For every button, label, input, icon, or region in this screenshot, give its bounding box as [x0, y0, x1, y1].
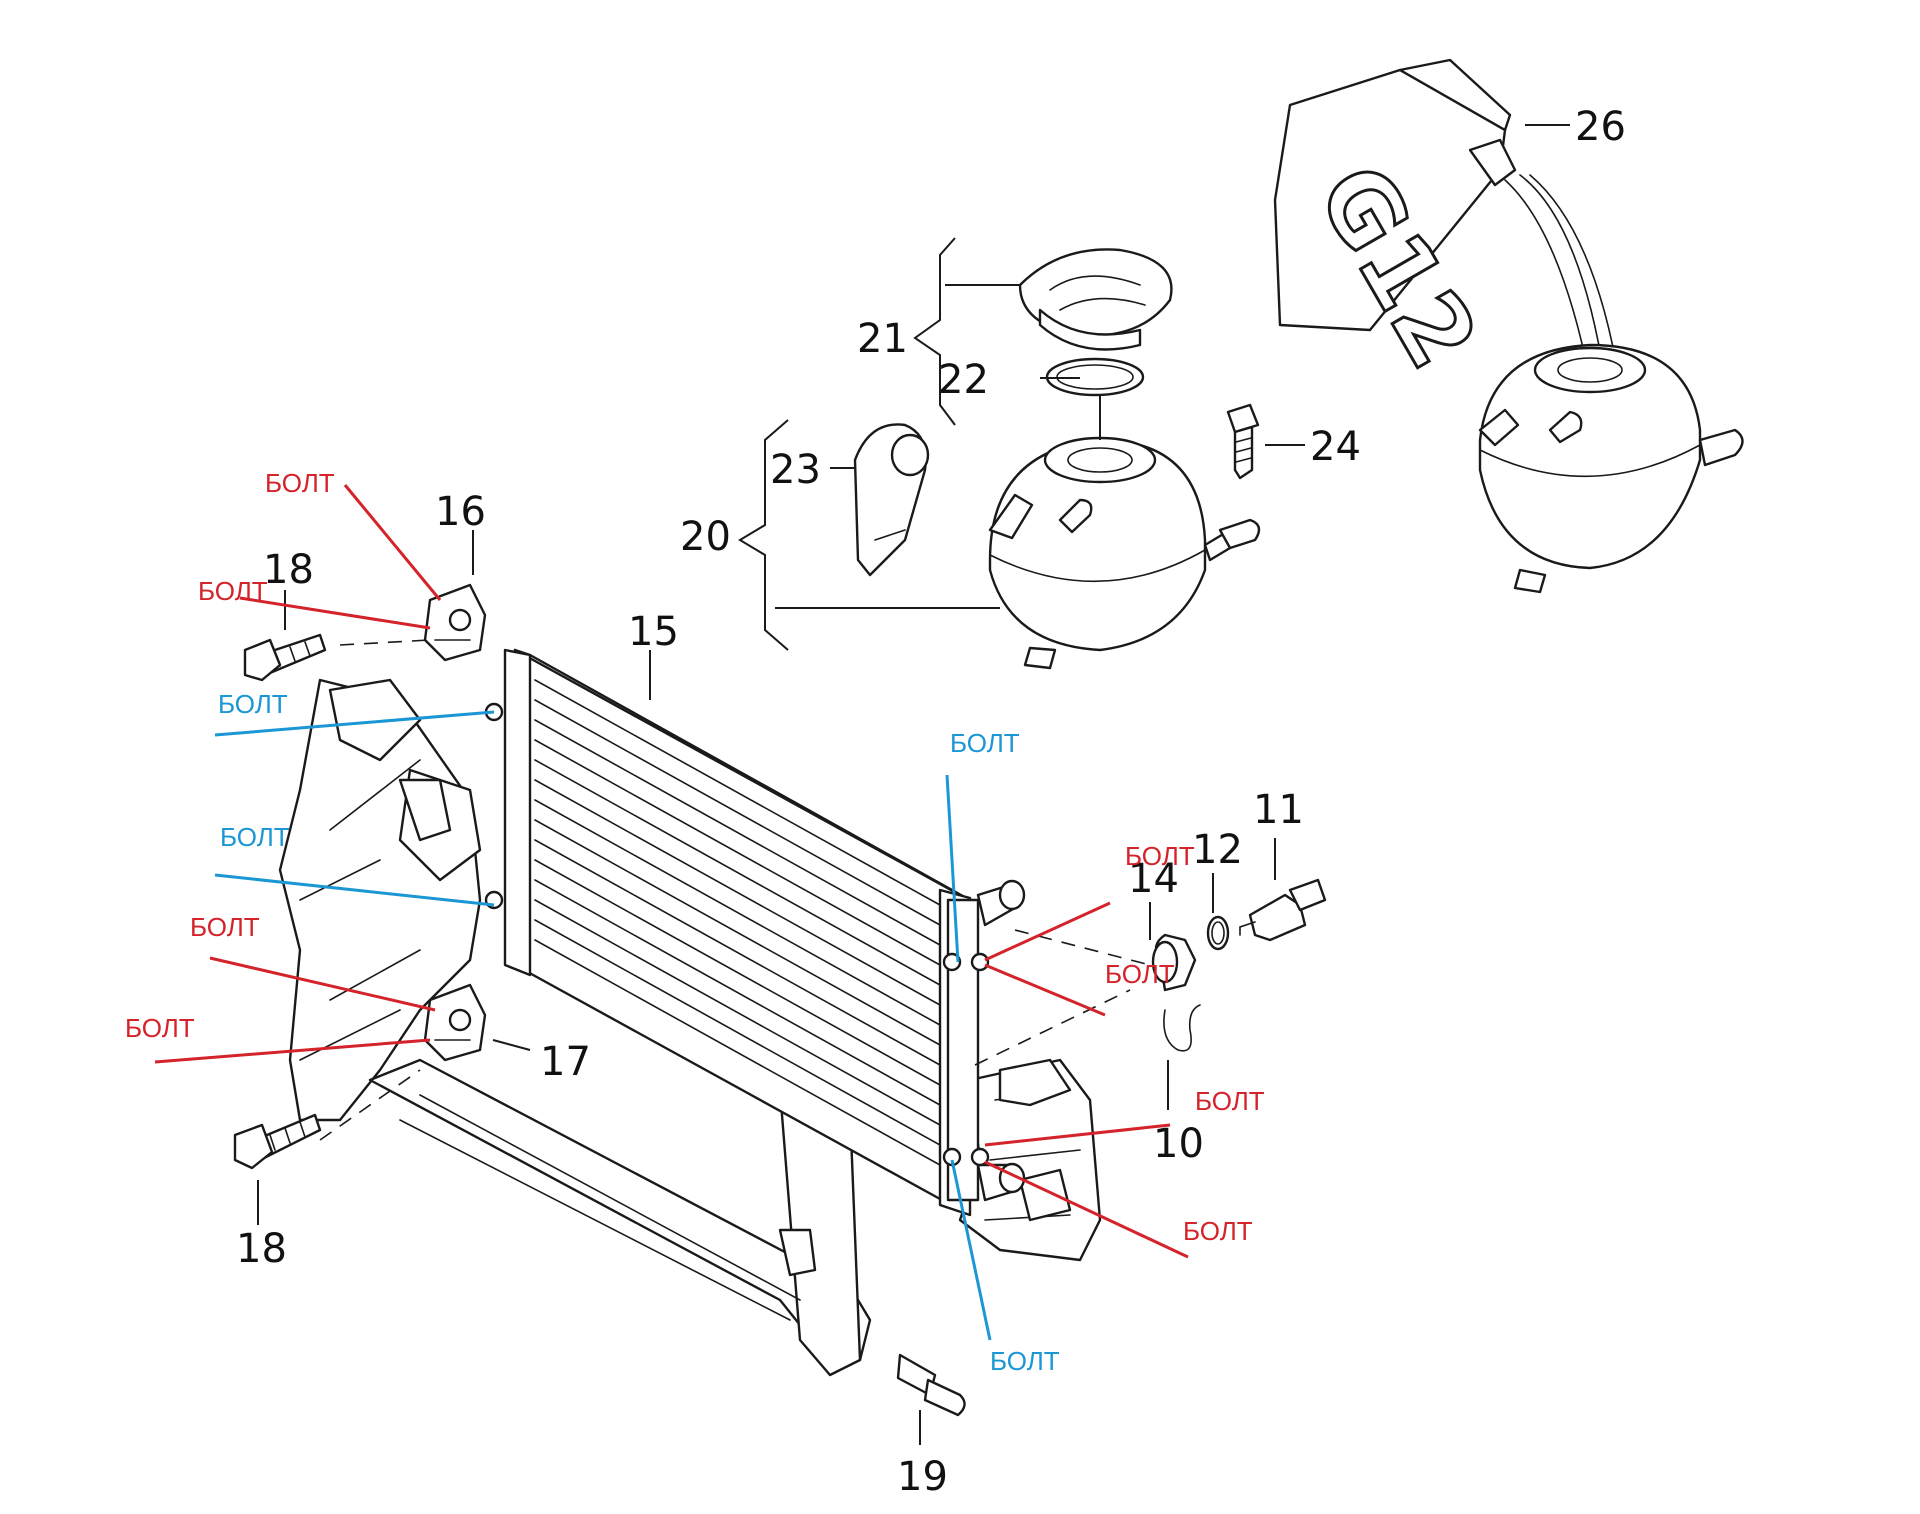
expansion-tank	[988, 436, 1261, 670]
bolt-label-red-2: БОЛТ	[198, 576, 268, 606]
part-number-18-upper: 18	[263, 547, 314, 593]
bolt-labels: БОЛТ БОЛТ БОЛТ БОЛТ БОЛТ БОЛТ БОЛТ БОЛТ …	[125, 468, 1265, 1376]
bolt-label-blue-4: БОЛТ	[990, 1346, 1060, 1376]
bolt-label-red-1: БОЛТ	[265, 468, 335, 498]
part-number-16: 16	[435, 489, 486, 535]
bolt-label-red-5: БОЛТ	[1125, 841, 1195, 871]
radiator	[484, 648, 1026, 1217]
part-number-17: 17	[540, 1039, 591, 1085]
bolt-label-red-8: БОЛТ	[1183, 1216, 1253, 1246]
tank-cap-21	[1018, 248, 1173, 351]
radiator-fins	[534, 679, 941, 1166]
sensor-assembly	[1151, 878, 1327, 992]
part-number-22: 22	[938, 357, 989, 403]
bolt-24	[1226, 403, 1260, 480]
bolt-18-upper	[243, 633, 327, 682]
part-number-11: 11	[1253, 787, 1304, 833]
part-numbers: 16 18 18 15 17 19 10 11 12 14 20 21 22 2…	[236, 104, 1626, 1500]
bolt-label-red-3: БОЛТ	[190, 912, 260, 942]
drain-plug-19	[896, 1353, 966, 1417]
bolt-label-blue-1: БОЛТ	[218, 689, 288, 719]
coolant-can-26: G12	[1273, 58, 1621, 388]
part-number-10: 10	[1153, 1121, 1204, 1167]
retaining-clip-10	[1163, 1004, 1201, 1052]
part-number-20: 20	[680, 514, 731, 560]
part-number-18-lower: 18	[236, 1226, 287, 1272]
blue-bolt-markers	[214, 710, 992, 1341]
bolt-18-lower	[233, 1113, 322, 1170]
bolt-label-red-4: БОЛТ	[125, 1013, 195, 1043]
part-number-19: 19	[897, 1454, 948, 1500]
rubber-mount-16	[423, 583, 487, 662]
tank-holder-23	[853, 423, 930, 577]
front-carrier-frame	[278, 678, 1102, 1377]
bolt-label-blue-2: БОЛТ	[220, 822, 290, 852]
part-number-15: 15	[628, 609, 679, 655]
part-number-24: 24	[1310, 424, 1361, 470]
leader-lines	[257, 124, 1570, 1445]
red-bolt-markers	[154, 484, 1189, 1259]
bolt-label-red-6: БОЛТ	[1105, 959, 1175, 989]
part-number-21: 21	[857, 316, 908, 362]
bolt-label-red-7: БОЛТ	[1195, 1086, 1265, 1116]
part-number-23: 23	[770, 447, 821, 493]
expansion-tank-filling	[1478, 343, 1744, 594]
bolt-label-blue-3: БОЛТ	[950, 728, 1020, 758]
part-number-12: 12	[1192, 827, 1243, 873]
part-number-14: 14	[1128, 856, 1179, 902]
part-number-26: 26	[1575, 104, 1626, 150]
